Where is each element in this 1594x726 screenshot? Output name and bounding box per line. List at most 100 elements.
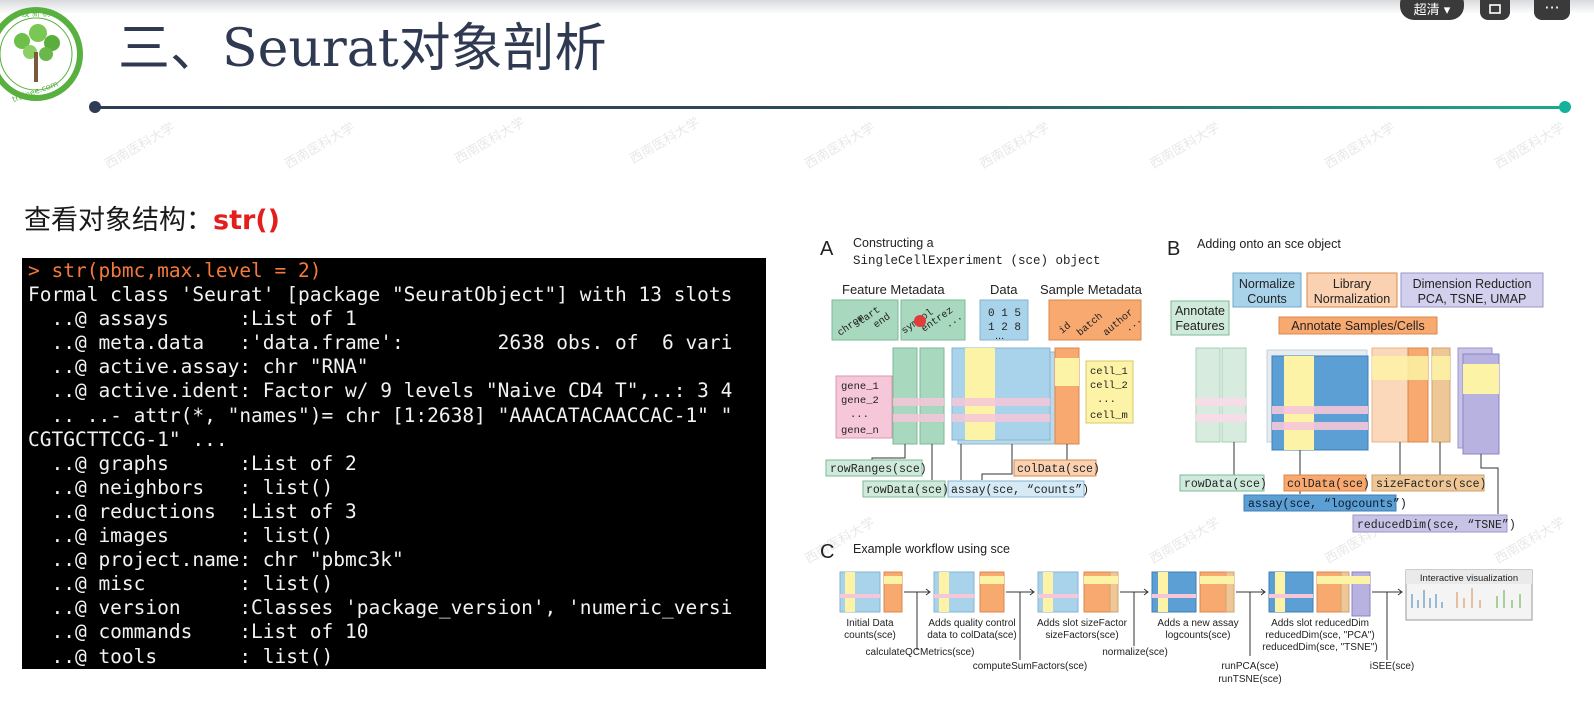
console-line: ..@ misc : list(): [28, 572, 334, 596]
step4-label2: logcounts(sce): [1165, 630, 1230, 641]
panel-a-title-line1: Constructing a: [853, 236, 934, 250]
watermark: 西南医科大学: [452, 115, 528, 168]
watermark: 西南医科大学: [282, 120, 358, 173]
dimension-reduction-label: PCA, TSNE, UMAP: [1418, 292, 1527, 306]
library-normalization-label: Normalization: [1314, 292, 1390, 306]
annotate-features-label: Features: [1175, 319, 1224, 333]
console-line: Formal class 'Seurat' [package "SeuratOb…: [28, 283, 733, 307]
interactive-label: Interactive visualization: [1420, 573, 1518, 584]
panel-c-letter: C: [820, 541, 834, 563]
slide-title: 三、Seurat对象剖析: [118, 19, 607, 79]
gene-label: ...: [850, 409, 869, 421]
cell-label: ...: [1097, 394, 1116, 406]
cursor-marker: [914, 315, 926, 327]
watermark: 西南医科大学: [977, 120, 1053, 173]
popout-icon: [1489, 4, 1501, 14]
step4-label1: Adds a new assay: [1157, 618, 1238, 629]
cell-label: cell_m: [1090, 410, 1128, 422]
divider-left-dot: [89, 101, 101, 113]
console-line: ..@ assays :List of 1: [28, 307, 357, 331]
console-line: ..@ images : list(): [28, 524, 334, 548]
row-data-label: rowData(sce): [866, 484, 949, 497]
console-line: ..@ commands :List of 10: [28, 620, 369, 644]
console-line: ..@ neighbors : list(): [28, 475, 334, 499]
panel-b: B Adding onto an sce object Annotate Fea…: [1167, 237, 1544, 533]
cell-label: cell_1: [1090, 366, 1128, 378]
watermark: 西南医科大学: [1147, 120, 1223, 173]
gene-label: gene_1: [841, 381, 879, 393]
dimension-reduction-label: Dimension Reduction: [1413, 277, 1532, 291]
divider-right-dot: [1559, 101, 1571, 113]
step2-func: computeSumFactors(sce): [973, 661, 1087, 672]
subtitle: 查看对象结构：str(): [24, 198, 280, 237]
step1-func: calculateQCMetrics(sce): [866, 647, 975, 658]
gene-label: gene_n: [841, 425, 879, 437]
feature-metadata-label: Feature Metadata: [842, 282, 945, 297]
more-icon: ···: [1544, 0, 1560, 17]
console-line: ..@ active.assay: chr "RNA": [28, 355, 369, 379]
console-line: ..@ graphs :List of 2: [28, 451, 357, 475]
step2-label1: Adds quality control: [928, 618, 1015, 629]
console-line: ..@ tools : list(): [28, 644, 334, 668]
step5-label1: Adds slot reducedDim: [1271, 618, 1369, 629]
console-line: ..@ reductions :List of 3: [28, 499, 357, 523]
reduced-dim-tsne-label: reducedDim(sce, “TSNE”): [1357, 519, 1516, 532]
step3-func: normalize(sce): [1102, 647, 1168, 658]
cell-label: cell_2: [1090, 380, 1128, 392]
b-col-data-label: colData(sce): [1287, 478, 1370, 491]
r-console-output: > str(pbmc,max.level = 2) Formal class '…: [22, 258, 766, 669]
subtitle-highlight: str(): [213, 205, 280, 236]
logo-badge: 技 新 树 trainee.com: [0, 7, 83, 104]
size-factors-label: sizeFactors(sce): [1376, 478, 1486, 491]
panel-c: C Example workflow using sce: [820, 541, 1533, 685]
normalize-counts-label: Counts: [1247, 292, 1287, 306]
assay-logcounts-label: assay(sce, “logcounts”): [1248, 498, 1407, 511]
assay-counts-label: assay(sce, “counts”): [951, 484, 1089, 497]
watermark: 西南医科大学: [1322, 120, 1398, 173]
step2-label2: data to colData(sce): [927, 630, 1017, 641]
step4-func2: runTSNE(sce): [1218, 674, 1281, 685]
console-line: ..@ active.ident: Factor w/ 9 levels "Na…: [28, 379, 733, 403]
panel-b-letter: B: [1167, 238, 1180, 260]
title-divider: [95, 106, 1565, 109]
panel-a-letter: A: [820, 238, 834, 260]
row-ranges-label: rowRanges(sce): [830, 463, 927, 476]
popout-button[interactable]: [1480, 0, 1510, 20]
step3-label1: Adds slot sizeFactor: [1037, 618, 1128, 629]
annotate-samples-label: Annotate Samples/Cells: [1291, 319, 1424, 333]
watermark: 西南医科大学: [1492, 120, 1568, 173]
sample-metadata-label: Sample Metadata: [1040, 282, 1143, 297]
console-line: CGTGCTTCCG-1" ...: [28, 427, 228, 451]
console-line: ..@ version :Classes 'package_version', …: [28, 596, 733, 620]
normalize-counts-label: Normalize: [1239, 277, 1295, 291]
watermark: 西南医科大学: [102, 120, 178, 173]
quality-selector-button[interactable]: 超清 ▾: [1400, 0, 1464, 20]
panel-b-title: Adding onto an sce object: [1197, 237, 1341, 251]
console-line: ..@ project.name: chr "pbmc3k": [28, 548, 404, 572]
library-normalization-label: Library: [1333, 277, 1372, 291]
data-digits-row2: 1 2 8: [988, 322, 1021, 334]
step5-func: iSEE(sce): [1370, 661, 1414, 672]
logo-text-top: 技 新 树: [21, 8, 50, 18]
sce-figure: A Constructing a SingleCellExperiment (s…: [820, 236, 1544, 685]
step5-label3: reducedDim(sce, "TSNE"): [1262, 642, 1377, 653]
watermark: 西南医科大学: [627, 115, 703, 168]
console-line: .. ..- attr(*, "names")= chr [1:2638] "A…: [28, 403, 733, 427]
console-line: ..@ meta.data :'data.frame': 2638 obs. o…: [28, 331, 733, 355]
data-label: Data: [990, 282, 1018, 297]
console-command: > str(pbmc,max.level = 2): [28, 259, 322, 282]
quality-label: 超清 ▾: [1413, 2, 1451, 18]
subtitle-prefix: 查看对象结构：: [24, 205, 213, 236]
video-top-shade: [0, 0, 1594, 14]
step1-label2: counts(sce): [844, 630, 896, 641]
gene-label: gene_2: [841, 395, 879, 407]
step1-label1: Initial Data: [846, 618, 894, 629]
panel-c-title: Example workflow using sce: [853, 542, 1010, 556]
step4-func1: runPCA(sce): [1221, 661, 1278, 672]
data-dots: ...: [995, 330, 1004, 342]
sample-col-label: id: [1057, 320, 1074, 337]
more-button[interactable]: ···: [1534, 0, 1570, 20]
panel-a: A Constructing a SingleCellExperiment (s…: [820, 236, 1144, 498]
col-data-label: colData(sce): [1017, 463, 1100, 476]
